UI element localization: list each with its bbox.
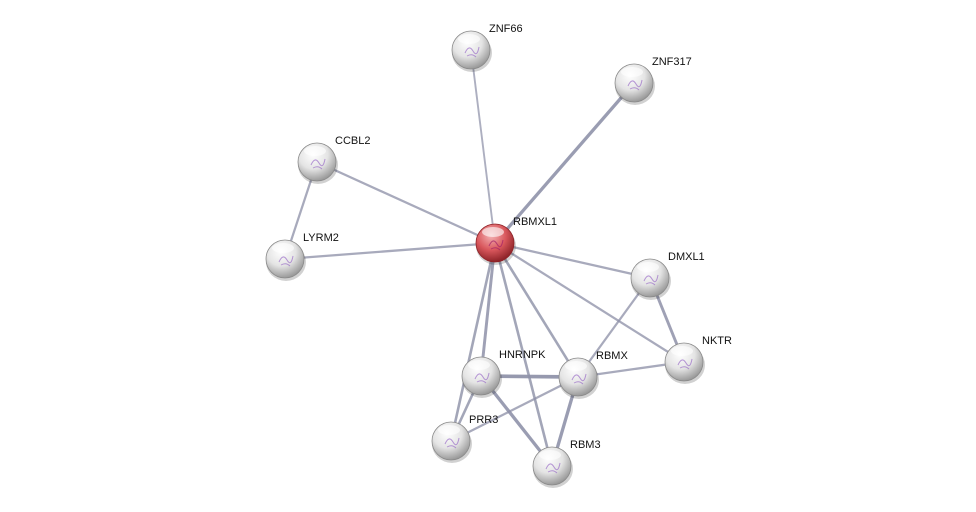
node-label: NKTR	[702, 335, 732, 347]
node-highlight	[637, 262, 659, 272]
node-highlight	[565, 361, 587, 371]
protein-structure-icon	[278, 255, 294, 267]
node-label: HNRNPK	[499, 349, 546, 361]
edge-rbmxl1-rbm3[interactable]	[493, 242, 554, 467]
protein-structure-icon	[488, 239, 504, 251]
node-znf317[interactable]: ZNF317	[614, 56, 692, 105]
node-nktr[interactable]: NKTR	[664, 335, 732, 384]
edge-rbmxl1-dmxl1[interactable]	[494, 241, 651, 280]
edge-rbmxl1-znf317[interactable]	[493, 81, 636, 245]
protein-structure-icon	[627, 79, 643, 91]
node-highlight	[482, 227, 504, 237]
node-label: DMXL1	[668, 251, 705, 263]
node-label: RBM3	[570, 439, 601, 451]
node-rbmx[interactable]: RBMX	[558, 350, 628, 399]
node-ccbl2[interactable]: CCBL2	[297, 135, 370, 184]
node-rbm3[interactable]: RBM3	[532, 439, 601, 488]
edge-rbmxl1-nktr[interactable]	[494, 242, 685, 363]
edge-rbmxl1-prr3[interactable]	[449, 242, 497, 442]
edge-rbmxl1-znf66[interactable]	[470, 49, 496, 244]
protein-structure-icon	[545, 462, 561, 474]
node-hnrnpk[interactable]: HNRNPK	[461, 349, 546, 398]
protein-structure-icon	[444, 437, 460, 449]
protein-structure-icon	[677, 358, 693, 370]
edge-rbmx-prr3[interactable]	[450, 375, 579, 443]
node-lyrm2[interactable]: LYRM2	[265, 232, 339, 281]
node-label: CCBL2	[335, 135, 370, 147]
node-label: RBMX	[596, 350, 628, 362]
node-highlight	[621, 67, 643, 77]
node-highlight	[539, 450, 561, 460]
node-highlight	[671, 346, 693, 356]
edge-rbmxl1-rbmx[interactable]	[493, 242, 580, 378]
edge-rbmxl1-hnrnpk[interactable]	[479, 242, 497, 377]
edge-rbmxl1-lyrm2[interactable]	[284, 241, 496, 261]
node-label: RBMXL1	[513, 216, 557, 228]
protein-structure-icon	[474, 372, 490, 384]
node-highlight	[304, 146, 326, 156]
protein-structure-icon	[464, 46, 480, 58]
node-label: PRR3	[469, 414, 498, 426]
node-dmxl1[interactable]: DMXL1	[630, 251, 705, 300]
node-rbmxl1[interactable]: RBMXL1	[475, 216, 557, 265]
node-label: ZNF66	[489, 23, 523, 35]
protein-structure-icon	[643, 274, 659, 286]
node-highlight	[438, 425, 460, 435]
edge-rbmxl1-ccbl2[interactable]	[316, 160, 496, 245]
edge-dmxl1-rbmx[interactable]	[577, 277, 651, 378]
protein-structure-icon	[310, 158, 326, 170]
node-label: LYRM2	[303, 232, 339, 244]
node-highlight	[468, 360, 490, 370]
node-highlight	[272, 243, 294, 253]
node-znf66[interactable]: ZNF66	[451, 23, 523, 72]
protein-structure-icon	[571, 373, 587, 385]
node-label: ZNF317	[652, 56, 692, 68]
node-prr3[interactable]: PRR3	[431, 414, 498, 463]
node-highlight	[458, 34, 480, 44]
